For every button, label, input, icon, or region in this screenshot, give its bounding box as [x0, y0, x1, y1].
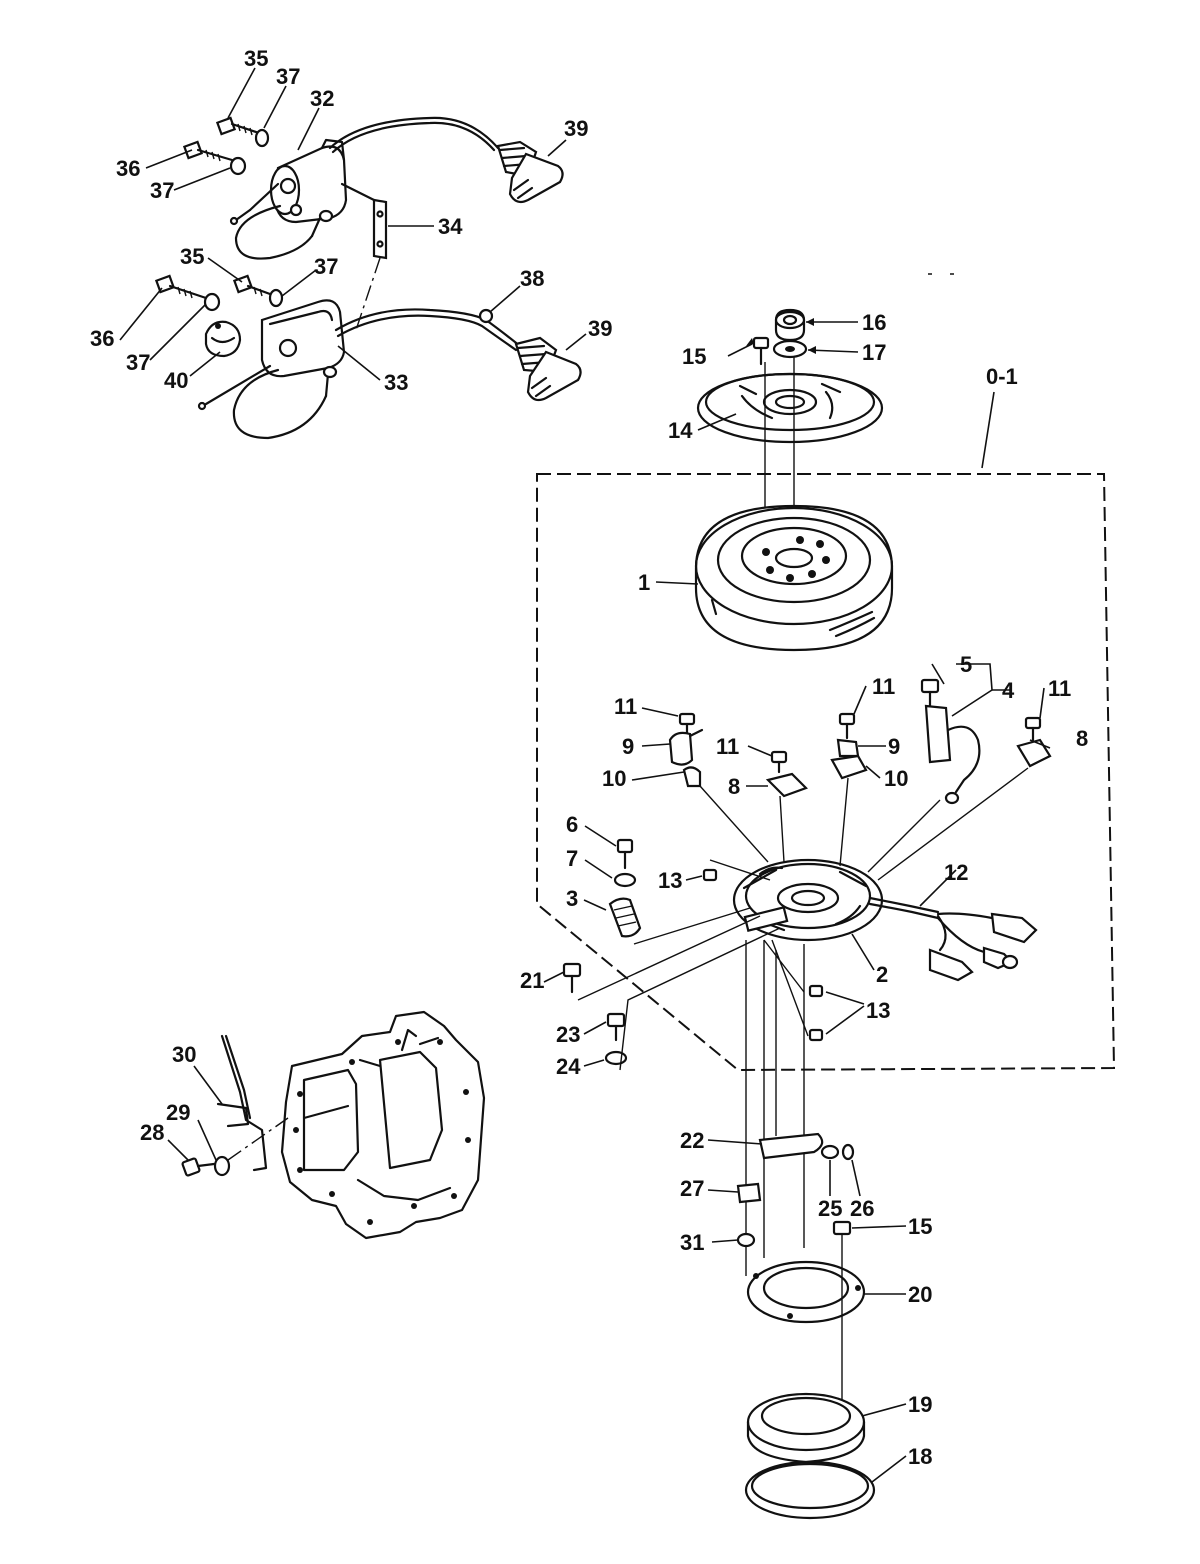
callout-35: 35 [180, 244, 204, 269]
callout-4: 4 [1002, 678, 1015, 703]
flywheel-cover-group [696, 308, 884, 560]
callout-9: 9 [888, 734, 900, 759]
callout-37: 37 [276, 64, 300, 89]
callout-11: 11 [716, 734, 739, 759]
callout-11: 11 [872, 674, 895, 699]
crankcase [181, 1010, 486, 1240]
callout-28: 28 [140, 1120, 164, 1145]
callout-21: 21 [520, 968, 544, 993]
callout-39: 39 [588, 316, 612, 341]
callout-13: 13 [658, 868, 682, 893]
callout-37: 37 [314, 254, 338, 279]
lower-parts [736, 940, 876, 1520]
callout-1: 1 [638, 570, 650, 595]
kit-boundary-box [536, 473, 1116, 1072]
assembly-lines [577, 767, 1029, 1071]
ignition-coil-upper [182, 116, 564, 260]
callout-9: 9 [622, 734, 634, 759]
callout-25: 25 [818, 1196, 842, 1221]
ignition-coil-lower [154, 257, 582, 440]
callout-11: 11 [1048, 676, 1071, 701]
callout-33: 33 [384, 370, 408, 395]
callout-37: 37 [126, 350, 150, 375]
callout-6: 6 [566, 812, 578, 837]
pulser-coil-group [562, 678, 1052, 1066]
callout-10: 10 [884, 766, 908, 791]
callout-26: 26 [850, 1196, 874, 1221]
callout-3: 3 [566, 886, 578, 911]
callout-38: 38 [520, 266, 544, 291]
callout-2: 2 [876, 962, 888, 987]
callout-15: 15 [908, 1214, 932, 1239]
callout-37: 37 [150, 178, 174, 203]
stator-base-plate [732, 858, 1038, 982]
callout-40: 40 [164, 368, 188, 393]
callout-20: 20 [908, 1282, 932, 1307]
callout-24: 24 [556, 1054, 581, 1079]
callout-12: 12 [944, 860, 968, 885]
callout-7: 7 [566, 846, 578, 871]
callout-17: 17 [862, 340, 886, 365]
callout-31: 31 [680, 1230, 704, 1255]
callout-36: 36 [90, 326, 114, 351]
callout-0-1: 0-1 [986, 364, 1018, 389]
callout-22: 22 [680, 1128, 704, 1153]
callout-5: 5 [960, 652, 972, 677]
callout-14: 14 [668, 418, 693, 443]
callout-23: 23 [556, 1022, 580, 1047]
callout-29: 29 [166, 1100, 190, 1125]
callout-15: 15 [682, 344, 706, 369]
callout-11: 11 [614, 694, 637, 719]
callout-8: 8 [728, 774, 740, 799]
callout-27: 27 [680, 1176, 704, 1201]
callout-18: 18 [908, 1444, 932, 1469]
callout-36: 36 [116, 156, 140, 181]
callout-13: 13 [866, 998, 890, 1023]
callout-35: 35 [244, 46, 268, 71]
callout-39: 39 [564, 116, 588, 141]
callout-19: 19 [908, 1392, 932, 1417]
callout-labels: 35 37 32 39 36 37 34 35 37 38 36 37 39 4… [90, 46, 1088, 1469]
callout-34: 34 [438, 214, 463, 239]
leader-lines [119, 67, 1051, 1483]
callout-16: 16 [862, 310, 886, 335]
callout-8: 8 [1076, 726, 1088, 751]
callout-32: 32 [310, 86, 334, 111]
callout-30: 30 [172, 1042, 196, 1067]
flywheel [694, 504, 894, 652]
callout-10: 10 [602, 766, 626, 791]
